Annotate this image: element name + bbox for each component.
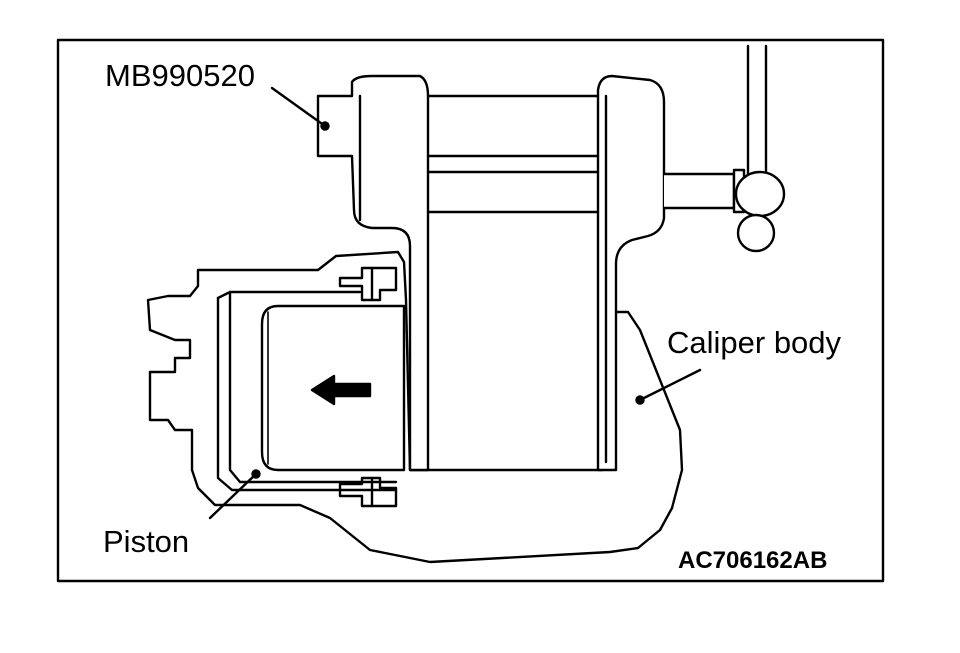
caliper-bore-outer: [216, 296, 398, 492]
leader-tool: [270, 86, 327, 128]
label-caliper-body: Caliper body: [667, 325, 842, 360]
label-piston: Piston: [103, 524, 190, 559]
caliper-bore-inner: [228, 290, 398, 484]
tool-handle-ball: [736, 213, 776, 253]
piston-direction-arrow: [310, 374, 372, 406]
tool-right-jaw: [596, 74, 666, 472]
leader-tool-dot: [320, 121, 330, 131]
leader-piston: [208, 472, 258, 520]
label-tool-number: MB990520: [105, 58, 255, 93]
piston-seal-top: [338, 266, 398, 302]
tool-screw-shaft: [662, 172, 736, 210]
leader-caliper: [638, 368, 702, 402]
tool-left-jaw: [316, 74, 430, 472]
figure-id: AC706162AB: [678, 547, 828, 574]
leader-piston-dot: [251, 469, 261, 479]
caliper-bore-top: [216, 290, 362, 300]
tool-handle-knob: [734, 170, 786, 218]
piston-seal-bottom: [338, 476, 398, 508]
leader-caliper-dot: [635, 395, 645, 405]
